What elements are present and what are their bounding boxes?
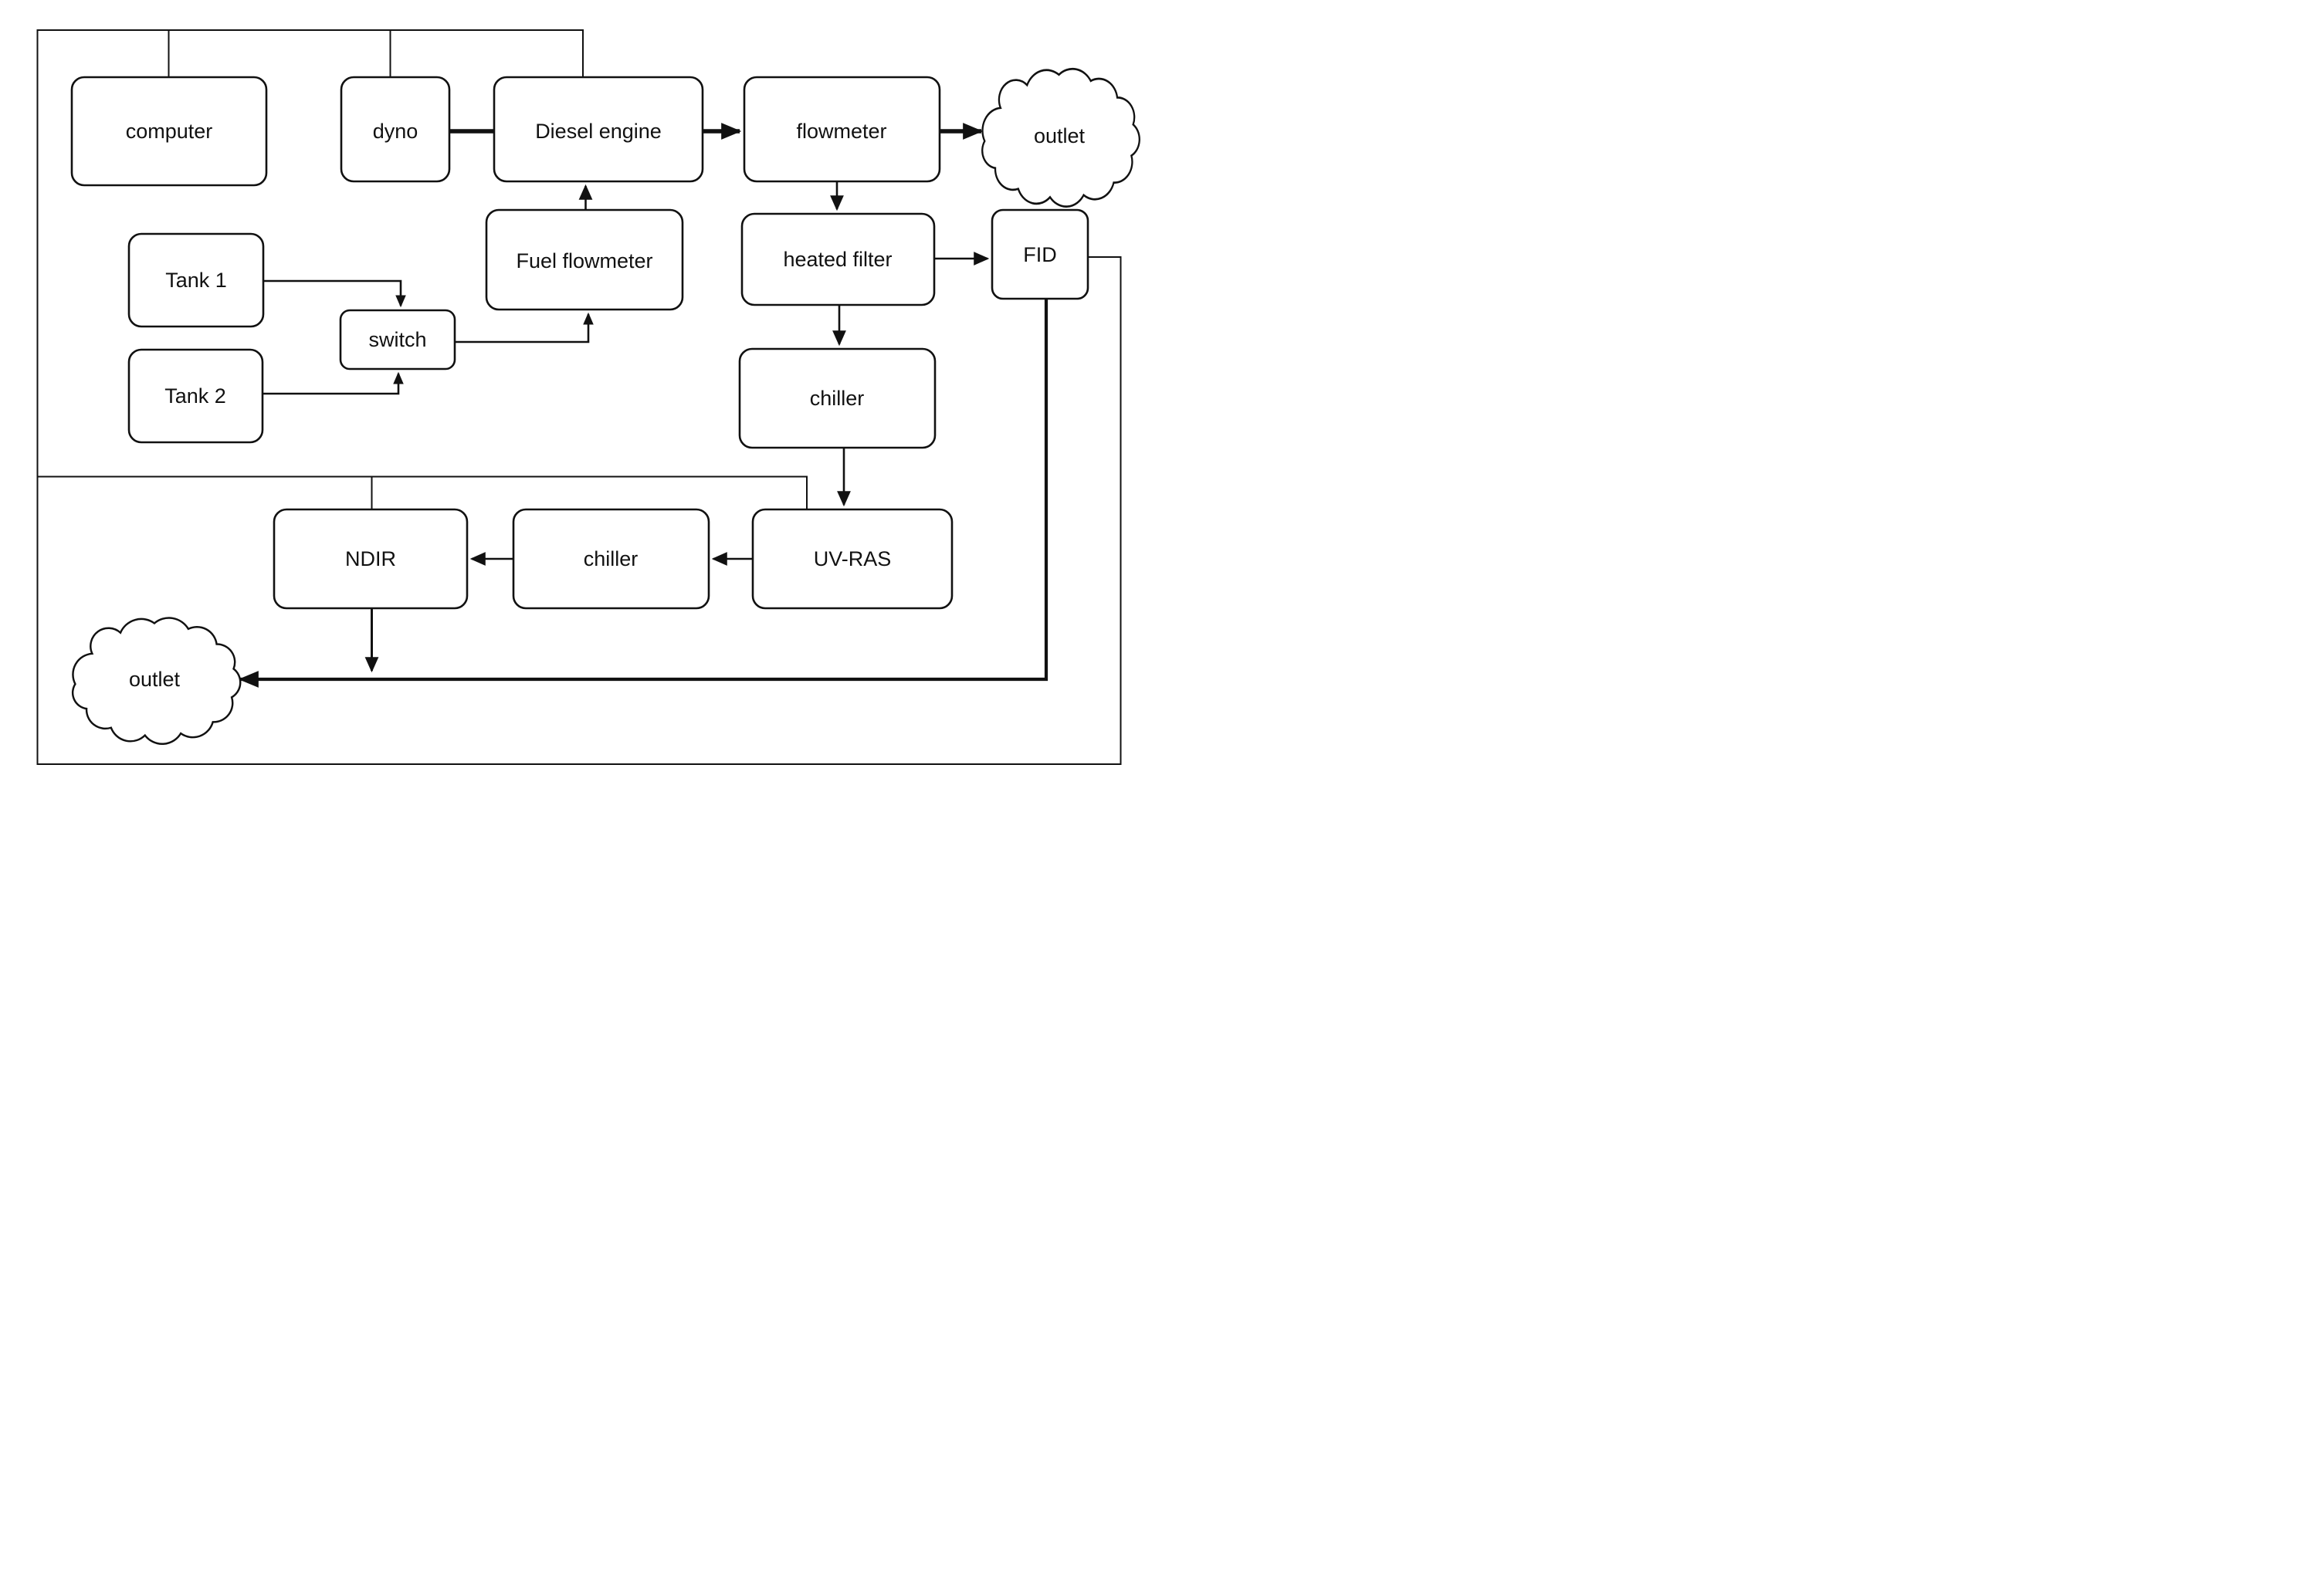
chiller-upper-label: chiller: [810, 387, 865, 410]
edge-tank1-switch: [263, 279, 406, 308]
chiller-lower-label: chiller: [584, 547, 639, 570]
tank2-box: [127, 348, 264, 444]
switch-label: switch: [368, 328, 426, 351]
node-outlet-bottom: outlet: [71, 617, 242, 745]
fuel-flowmeter-box: [485, 208, 684, 311]
edge-fid-outlet: [238, 299, 1049, 688]
flowmeter-box: [743, 76, 941, 183]
uv-ras-label: UV-RAS: [814, 547, 892, 570]
node-computer: computer: [70, 76, 268, 187]
computer-label: computer: [126, 120, 213, 143]
ndir-box: [273, 508, 469, 610]
node-chiller-upper: chiller: [738, 347, 937, 449]
node-switch: switch: [339, 309, 456, 371]
node-tank1: Tank 1: [127, 232, 265, 328]
chiller-upper-box: [738, 347, 937, 449]
node-outlet-top: outlet: [981, 67, 1140, 208]
cloud-shape-top: [981, 67, 1140, 208]
diagram-canvas: outlet outlet computer dyno Diesel engin…: [0, 0, 1162, 794]
switch-box: [339, 309, 456, 371]
fid-box: [991, 208, 1089, 300]
chiller-lower-box: [512, 508, 710, 610]
node-fuel-flowmeter: Fuel flowmeter: [485, 208, 684, 311]
fid-label: FID: [1023, 243, 1057, 266]
node-dyno: dyno: [340, 76, 451, 183]
diesel-engine-label: Diesel engine: [535, 120, 662, 143]
dyno-box: [340, 76, 451, 183]
cloud-shape-bottom: [71, 617, 242, 745]
node-diesel-engine: Diesel engine: [493, 76, 704, 183]
flowmeter-label: flowmeter: [796, 120, 886, 143]
enclosure-border-line: [36, 29, 1122, 765]
edge-switch-fuelflowmeter: [455, 312, 594, 343]
node-tank2: Tank 2: [127, 348, 264, 444]
outlet-top-label: outlet: [1034, 124, 1086, 147]
node-uv-ras: UV-RAS: [751, 508, 954, 610]
tank2-label: Tank 2: [164, 384, 226, 408]
computer-box: [70, 76, 268, 187]
fuel-flowmeter-label: Fuel flowmeter: [516, 249, 652, 272]
heated-filter-box: [740, 212, 936, 306]
node-heated-filter: heated filter: [740, 212, 936, 306]
uv-ras-box: [751, 508, 954, 610]
node-chiller-lower: chiller: [512, 508, 710, 610]
ndir-label: NDIR: [345, 547, 396, 570]
node-fid: FID: [991, 208, 1089, 300]
tank1-label: Tank 1: [165, 269, 227, 292]
node-flowmeter: flowmeter: [743, 76, 941, 183]
tank1-box: [127, 232, 265, 328]
heated-filter-label: heated filter: [783, 248, 892, 271]
outlet-bottom-label: outlet: [129, 668, 181, 691]
edge-tank2-switch: [263, 371, 404, 395]
diesel-engine-box: [493, 76, 704, 183]
dyno-label: dyno: [373, 120, 418, 143]
node-ndir: NDIR: [273, 508, 469, 610]
divider-line-to-uvras: [37, 475, 808, 509]
flow-diagram: outlet outlet computer dyno Diesel engin…: [36, 29, 1140, 765]
